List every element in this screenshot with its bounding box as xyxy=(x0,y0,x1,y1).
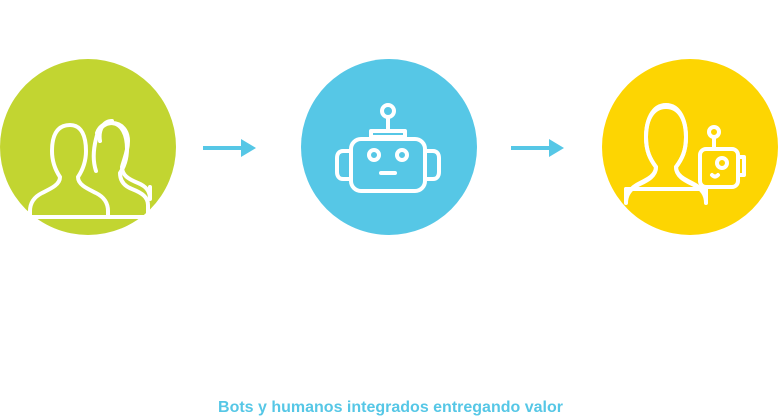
caption: Bots y humanos integrados entregando val… xyxy=(218,399,563,416)
robot-icon xyxy=(335,103,441,193)
human-bot-circle xyxy=(602,59,778,235)
bot-circle xyxy=(301,59,477,235)
arrow-right-icon xyxy=(511,139,564,157)
humans-circle xyxy=(0,59,176,235)
arrow-right-icon xyxy=(203,139,256,157)
people-icon xyxy=(28,119,152,219)
person-with-robot-icon xyxy=(624,103,746,205)
